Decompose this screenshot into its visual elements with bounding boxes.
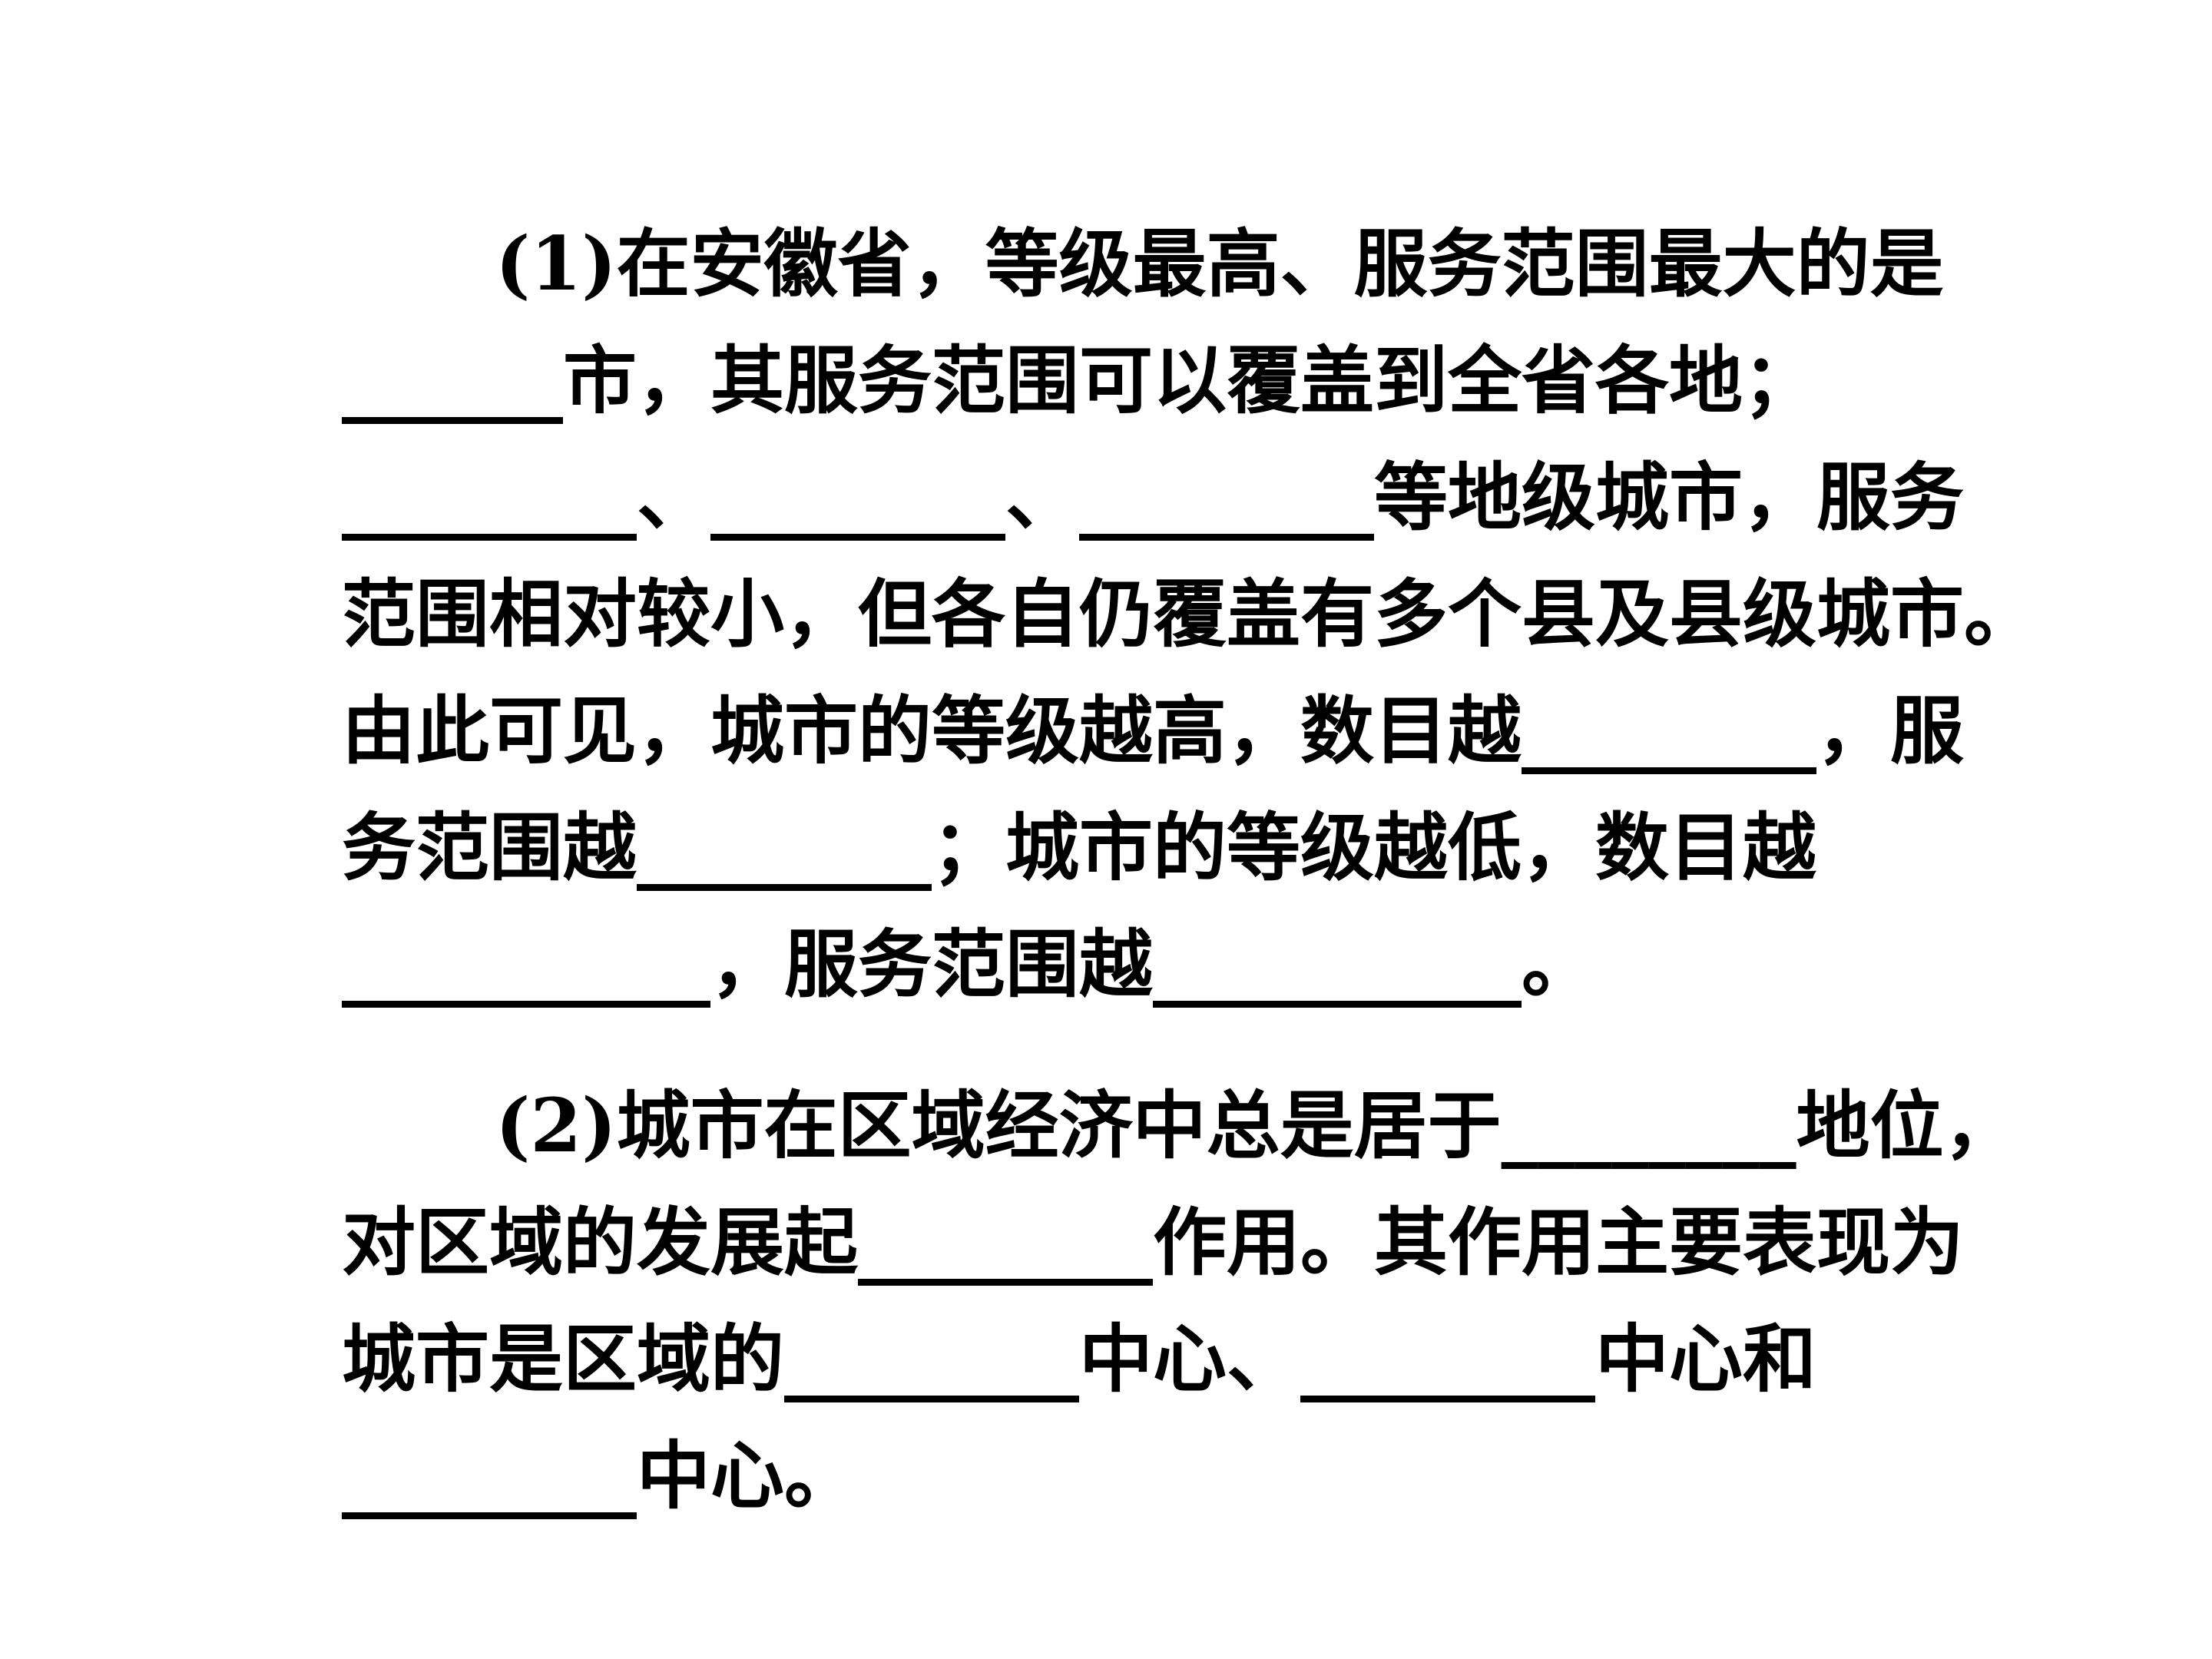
question-paragraph-2: (2)城市在区域经济中总是居于________地位， 对区域的发展起______… — [342, 1068, 2078, 1535]
text-line: 范围相对较小，但各自仍覆盖有多个县及县级城市。 — [342, 571, 2038, 657]
text-line: 由此可见，城市的等级越高，数目越________，服 — [342, 687, 1964, 774]
text-line: 对区域的发展起________作用。其作用主要表现为 — [342, 1199, 1964, 1286]
text-line: ________、________、________等地级城市，服务 — [342, 454, 1964, 541]
text-line: ________中心。 — [342, 1432, 858, 1519]
text-line: (1)在安徽省，等级最高、服务范围最大的是 — [495, 220, 1944, 307]
text-line: ______市，其服务范围可以覆盖到全省各地； — [342, 337, 1816, 424]
question-paragraph-1: (1)在安徽省，等级最高、服务范围最大的是 ______市，其服务范围可以覆盖到… — [342, 206, 2078, 1023]
text-line: __________，服务范围越__________。 — [342, 921, 1595, 1008]
text-line: (2)城市在区域经济中总是居于________地位， — [495, 1082, 2018, 1169]
text-line: 城市是区域的________中心、________中心和 — [342, 1316, 1816, 1402]
text-line: 务范围越________；城市的等级越低，数目越 — [342, 804, 1816, 891]
